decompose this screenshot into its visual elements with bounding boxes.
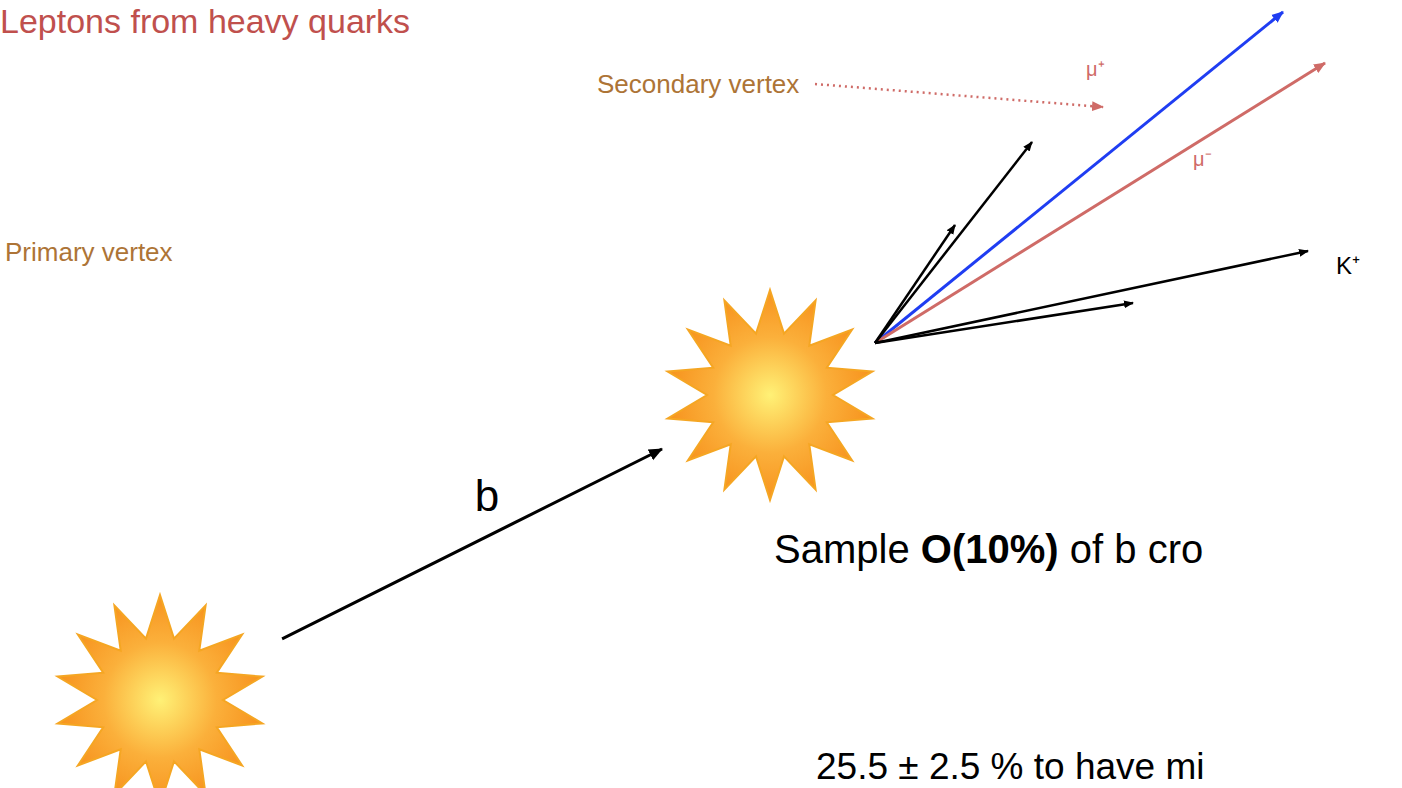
slide-title: Leptons from heavy quarks: [0, 2, 410, 41]
hadron-track: [875, 303, 1133, 343]
muon-track: [875, 63, 1325, 343]
kaon-track: [875, 251, 1308, 343]
starburst-shape: [665, 290, 875, 500]
note-line: SampleO(10%)of b cro: [774, 526, 1214, 572]
vertex-burst: Secondary vertex: [665, 290, 875, 500]
particle-label: K⁺: [1336, 252, 1360, 280]
vertex-label: Secondary vertex: [597, 70, 799, 100]
particle-label: μ⁻: [1193, 148, 1212, 171]
vertex-burst: Primary vertex: [55, 595, 265, 788]
vertex-label: Primary vertex: [5, 238, 173, 268]
starburst-shape: [55, 595, 265, 788]
note-text: 25.5 ± 2.5 % to have mi: [816, 746, 1204, 788]
hadron-track: [875, 225, 955, 343]
note-text: of b cro: [1070, 526, 1203, 572]
note-text: O(10%): [921, 526, 1059, 572]
particle-label: μ⁺: [1086, 58, 1105, 81]
edge-label: b: [475, 471, 499, 522]
hadron-track: [875, 142, 1032, 343]
quark-flight-arrow: [282, 449, 662, 639]
note-text: Sample: [774, 526, 910, 572]
muon-track: [875, 12, 1283, 343]
dotted-pointer: [815, 84, 1103, 107]
